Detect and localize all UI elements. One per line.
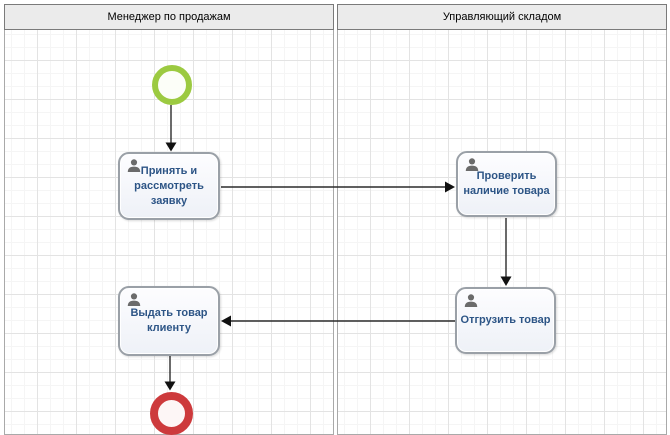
user-icon <box>126 292 142 308</box>
user-icon <box>126 158 142 174</box>
lane-header-sales-manager[interactable]: Менеджер по продажам <box>4 4 334 30</box>
task-label: Отгрузить товар <box>460 314 551 326</box>
start-event[interactable] <box>152 65 192 105</box>
lane-body-warehouse-manager <box>337 30 667 435</box>
task-hand-goods-to-client[interactable]: Выдать товар клиенту <box>118 286 220 356</box>
lane-title: Менеджер по продажам <box>107 11 231 23</box>
task-ship-goods[interactable]: Отгрузить товар <box>455 287 556 354</box>
end-event[interactable] <box>150 392 193 435</box>
task-label: Проверить наличие товара <box>463 170 550 197</box>
lane-warehouse-manager: Управляющий складом <box>337 4 667 435</box>
user-icon <box>463 293 479 309</box>
task-label: Принять и рассмотреть заявку <box>134 164 204 207</box>
lane-title: Управляющий складом <box>442 11 562 23</box>
lane-header-warehouse-manager[interactable]: Управляющий складом <box>337 4 667 30</box>
user-icon <box>464 157 480 173</box>
task-check-stock[interactable]: Проверить наличие товара <box>456 151 557 217</box>
task-accept-and-review-request[interactable]: Принять и рассмотреть заявку <box>118 152 220 220</box>
task-label: Выдать товар клиенту <box>130 307 208 334</box>
